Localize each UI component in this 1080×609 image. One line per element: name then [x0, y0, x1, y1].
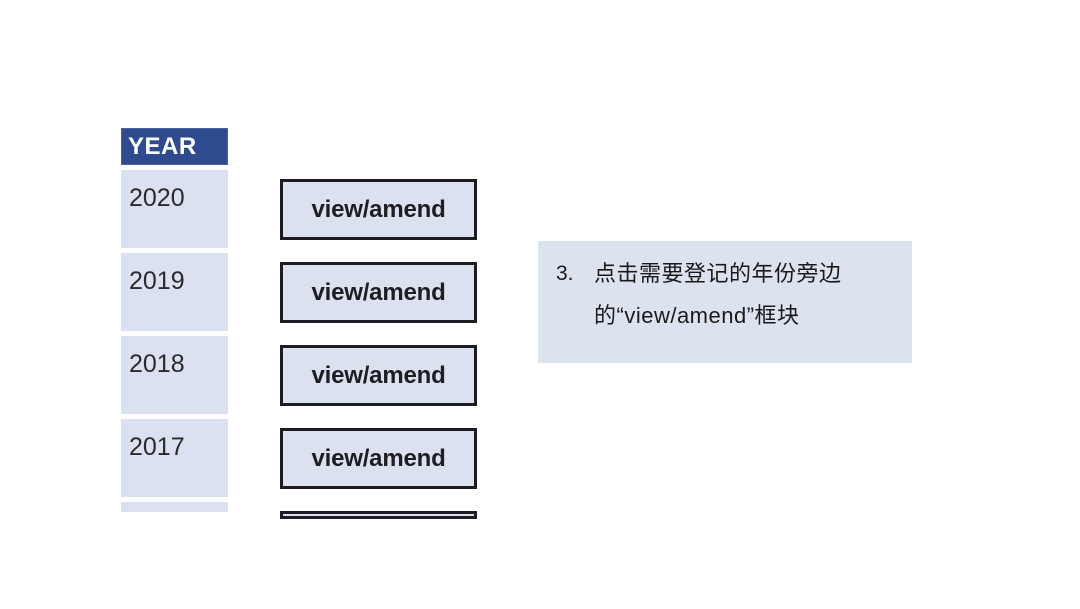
- table-row[interactable]: [121, 502, 228, 512]
- table-row[interactable]: 2020: [121, 170, 228, 248]
- callout-text-line-2: 的“view/amend”框块: [594, 303, 800, 328]
- table-row[interactable]: 2019: [121, 253, 228, 331]
- view-amend-button-label: view/amend: [311, 195, 446, 223]
- callout-first-line: 3. 点击需要登记的年份旁边: [556, 263, 898, 285]
- table-row[interactable]: 2018: [121, 336, 228, 414]
- view-amend-button[interactable]: view/amend: [280, 345, 477, 406]
- year-cell-label: 2018: [129, 350, 185, 378]
- year-cell-label: 2020: [129, 184, 185, 212]
- callout-text-line-1: 点击需要登记的年份旁边: [594, 261, 842, 286]
- view-amend-button[interactable]: [280, 511, 477, 519]
- instruction-callout: 3. 点击需要登记的年份旁边 的“view/amend”框块: [538, 241, 912, 363]
- view-amend-button-label: view/amend: [311, 278, 446, 306]
- view-amend-button-label: view/amend: [311, 361, 446, 389]
- view-amend-button-label: view/amend: [311, 444, 446, 472]
- year-column-header-label: YEAR: [128, 132, 197, 160]
- table-row[interactable]: 2017: [121, 419, 228, 497]
- year-table: YEAR 2020 2019 2018 2017: [121, 128, 228, 512]
- view-amend-button[interactable]: view/amend: [280, 262, 477, 323]
- year-cell-label: 2017: [129, 433, 185, 461]
- callout-step-number: 3.: [556, 262, 574, 285]
- view-amend-button[interactable]: view/amend: [280, 179, 477, 240]
- view-amend-button-column: view/amend view/amend view/amend view/am…: [280, 179, 477, 519]
- year-column-header: YEAR: [121, 128, 228, 165]
- year-cell-label: 2019: [129, 267, 185, 295]
- view-amend-button[interactable]: view/amend: [280, 428, 477, 489]
